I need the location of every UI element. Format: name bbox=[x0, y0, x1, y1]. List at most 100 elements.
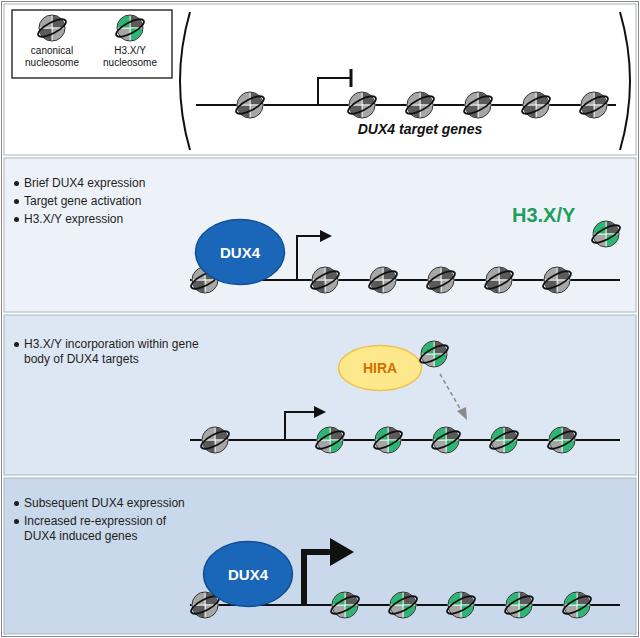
h3xy-nucleosome bbox=[329, 592, 361, 618]
dna-wrap bbox=[546, 428, 578, 452]
bullet-text: Brief DUX4 expression bbox=[13, 176, 193, 191]
dna-wrap bbox=[425, 268, 457, 292]
dna-wrap bbox=[346, 93, 378, 117]
dna-wrap bbox=[36, 16, 68, 40]
canonical-nucleosome bbox=[578, 92, 610, 118]
h3xy-nucleosome bbox=[488, 427, 520, 453]
arrow-head bbox=[320, 230, 332, 242]
dna-wrap bbox=[462, 93, 494, 117]
h3xy-nucleosome bbox=[561, 592, 593, 618]
dna-wrap bbox=[561, 593, 593, 617]
nucleosome-quadrant bbox=[434, 341, 447, 354]
arrow-head bbox=[314, 406, 326, 418]
h3xy-nucleosome bbox=[503, 592, 535, 618]
h3xy-nucleosome bbox=[114, 15, 146, 41]
strong-promoter-arrow bbox=[304, 552, 332, 605]
dna-wrap bbox=[488, 428, 520, 452]
dna-wrap bbox=[314, 428, 346, 452]
dna-wrap bbox=[199, 428, 231, 452]
h3xy-nucleosome bbox=[387, 592, 419, 618]
h3xy-nucleosome bbox=[546, 427, 578, 453]
incorporation-arrow bbox=[440, 374, 462, 412]
canonical-nucleosome bbox=[309, 267, 341, 293]
panel-ground bbox=[4, 158, 636, 312]
canonical-nucleosome bbox=[367, 267, 399, 293]
bullet-text: Increased re-expression of DUX4 induced … bbox=[13, 514, 191, 544]
ellipse-node: DUX4 bbox=[202, 540, 294, 608]
panel-band: DUX4 target genes bbox=[4, 4, 636, 155]
dna-wrap bbox=[114, 16, 146, 40]
dna-wrap bbox=[309, 268, 341, 292]
block-bar bbox=[350, 69, 353, 87]
panel-ground bbox=[4, 315, 636, 475]
dna-wrap bbox=[483, 268, 515, 292]
legend-label: canonical nucleosome bbox=[21, 45, 83, 69]
dna-wrap bbox=[372, 428, 404, 452]
canonical-nucleosome bbox=[483, 267, 515, 293]
promoter-arrow bbox=[318, 78, 350, 105]
canonical-nucleosome bbox=[520, 92, 552, 118]
legend-box bbox=[12, 10, 172, 78]
canonical-nucleosome bbox=[199, 427, 231, 453]
ellipse-node: DUX4 bbox=[194, 218, 286, 286]
h3xy-nucleosome bbox=[590, 221, 622, 247]
nucleosome-outline bbox=[421, 341, 447, 367]
text-column: H3.X/Y incorporation within gene body of… bbox=[13, 337, 199, 370]
ellipse-label: HIRA bbox=[363, 361, 397, 376]
ellipse-outline bbox=[339, 346, 422, 391]
bullet-text: Subsequent DUX4 expression bbox=[13, 496, 191, 511]
dna-wrap bbox=[590, 222, 622, 246]
arrow-head bbox=[330, 538, 354, 566]
dna-wrap bbox=[234, 93, 266, 117]
panel-band: Brief DUX4 expressionTarget gene activat… bbox=[4, 158, 636, 312]
ellipse-outline bbox=[196, 220, 285, 285]
h3xy-nucleosome bbox=[418, 341, 450, 367]
canonical-nucleosome bbox=[234, 92, 266, 118]
h3xy-nucleosome bbox=[372, 427, 404, 453]
text-column: Brief DUX4 expressionTarget gene activat… bbox=[13, 176, 193, 230]
dna-wrap bbox=[445, 593, 477, 617]
dna-wrap bbox=[329, 593, 361, 617]
canonical-nucleosome bbox=[404, 92, 436, 118]
nucleosome-quadrant bbox=[421, 341, 434, 354]
dna-wrap bbox=[541, 268, 573, 292]
protein-label: H3.X/Y bbox=[512, 204, 575, 227]
bullet-text: H3.X/Y expression bbox=[13, 212, 193, 227]
dna-wrap bbox=[404, 93, 436, 117]
panel-band: Subsequent DUX4 expressionIncreased re-e… bbox=[4, 478, 636, 634]
h3xy-nucleosome bbox=[445, 592, 477, 618]
dna-wrap bbox=[503, 593, 535, 617]
nucleosome-quadrant bbox=[434, 354, 447, 367]
canonical-nucleosome bbox=[346, 92, 378, 118]
dna-wrap bbox=[367, 268, 399, 292]
text-column: DUX4 target genes bbox=[330, 122, 510, 137]
canonical-nucleosome bbox=[36, 15, 68, 41]
bullet-text: Target gene activation bbox=[13, 194, 193, 209]
panel-band: H3.X/Y incorporation within gene body of… bbox=[4, 315, 636, 475]
dna-wrap bbox=[418, 342, 450, 366]
ellipse-outline bbox=[204, 542, 293, 607]
promoter-arrow bbox=[285, 412, 316, 440]
panel-ground bbox=[4, 478, 636, 634]
ellipse-label: DUX4 bbox=[220, 245, 260, 260]
canonical-nucleosome bbox=[541, 267, 573, 293]
h3xy-nucleosome bbox=[314, 427, 346, 453]
ellipse-label: DUX4 bbox=[228, 567, 268, 582]
nucleosome-quadrant bbox=[421, 354, 434, 367]
bullet-text: H3.X/Y incorporation within gene body of… bbox=[13, 337, 199, 367]
promoter-arrow bbox=[297, 236, 322, 280]
dna-wrap bbox=[578, 93, 610, 117]
legend-label: H3.X/Y nucleosome bbox=[99, 45, 161, 69]
arrow-head bbox=[457, 407, 467, 420]
canonical-nucleosome bbox=[462, 92, 494, 118]
parenthesis bbox=[180, 12, 190, 150]
parenthesis bbox=[620, 12, 630, 150]
canonical-nucleosome bbox=[425, 267, 457, 293]
dna-wrap bbox=[520, 93, 552, 117]
ellipse-node: HIRA bbox=[337, 344, 423, 392]
panel-ground bbox=[4, 4, 636, 155]
gene-label: DUX4 target genes bbox=[330, 122, 510, 137]
h3xy-nucleosome bbox=[430, 427, 462, 453]
